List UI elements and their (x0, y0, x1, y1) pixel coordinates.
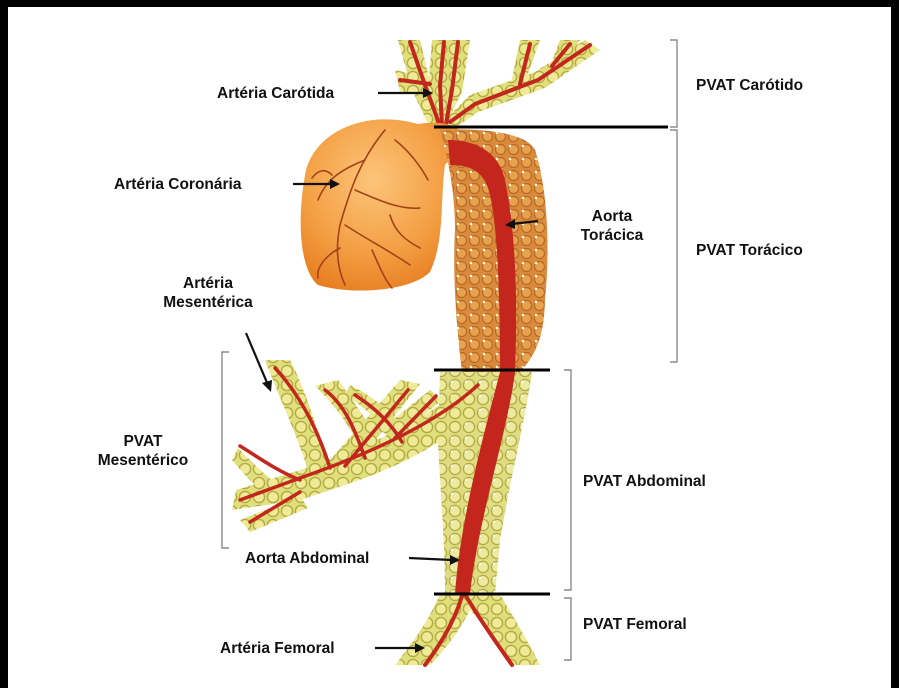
label-pvat-mesenterico-line1: PVAT (88, 432, 198, 451)
label-pvat-mesenterico-line2: Mesentérico (88, 451, 198, 470)
label-arteria-coronaria: Artéria Coronária (114, 175, 241, 194)
label-arteria-femoral: Artéria Femoral (220, 639, 335, 658)
label-aorta-toracica: Aorta Torácica (567, 207, 657, 245)
label-arteria-carotida: Artéria Carótida (217, 84, 334, 103)
label-pvat-abdominal: PVAT Abdominal (583, 472, 706, 491)
label-pvat-carotido: PVAT Carótido (696, 76, 803, 95)
label-aorta-toracica-line2: Torácica (567, 226, 657, 245)
label-pvat-femoral: PVAT Femoral (583, 615, 687, 634)
heart (301, 119, 463, 290)
label-arteria-mesenterica-line2: Mesentérica (150, 293, 266, 312)
label-pvat-mesenterico: PVAT Mesentérico (88, 432, 198, 470)
label-arteria-mesenterica-line1: Artéria (150, 274, 266, 293)
label-aorta-toracica-line1: Aorta (567, 207, 657, 226)
label-arteria-mesenterica: Artéria Mesentérica (150, 274, 266, 312)
label-aorta-abdominal: Aorta Abdominal (245, 549, 369, 568)
femoral-fat (395, 594, 540, 665)
label-pvat-toracico: PVAT Torácico (696, 241, 803, 260)
